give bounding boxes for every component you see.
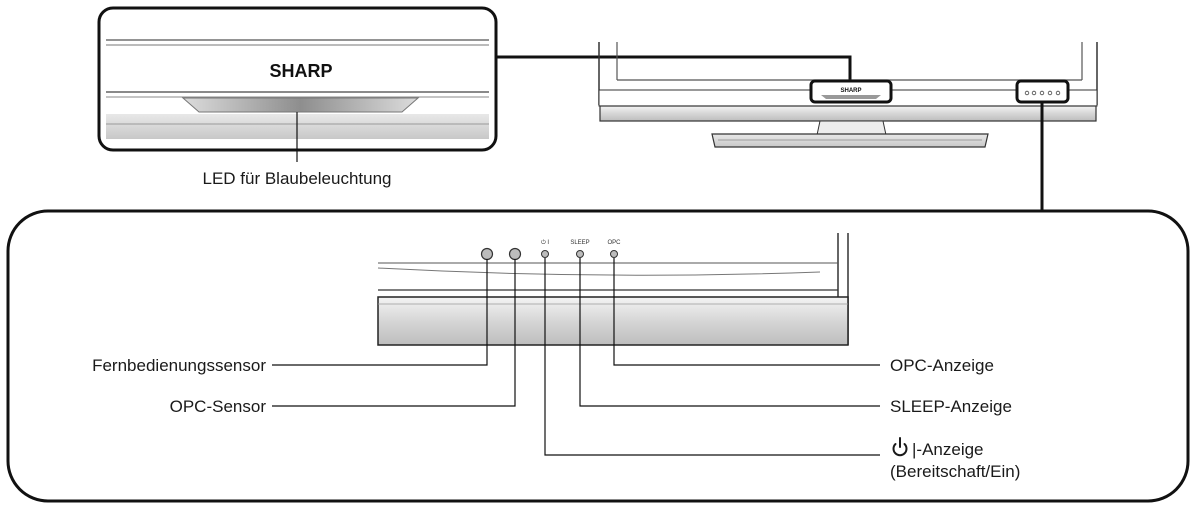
indicator-zoom-box <box>6 209 1190 503</box>
front-panel-closeup <box>377 233 849 346</box>
logo-connector-line <box>496 55 852 80</box>
led-label: LED für Blaubeleuchtung <box>202 169 391 188</box>
remote-sensor-label: Fernbedienungssensor <box>92 356 266 375</box>
tv-overview: SHARP <box>598 42 1098 148</box>
power-indicator-sublabel: (Bereitschaft/Ein) <box>890 462 1020 481</box>
sleep-indicator-label: SLEEP-Anzeige <box>890 397 1012 416</box>
sleep-indicator-leader <box>579 258 880 407</box>
sleep-indicator-led <box>576 250 584 258</box>
power-indicator-label: |-Anzeige <box>912 440 984 459</box>
opc-sensor-leader <box>272 259 516 407</box>
opc-sensor-label: OPC-Sensor <box>170 397 267 416</box>
panel-opc-marking: OPC <box>607 240 621 246</box>
power-icon <box>892 437 908 457</box>
opc-indicator-label: OPC-Anzeige <box>890 356 994 375</box>
sharp-logo: SHARP <box>269 61 332 81</box>
remote-sensor-leader <box>272 259 488 366</box>
remote-sensor <box>480 247 494 261</box>
opc-indicator-leader <box>613 258 880 366</box>
opc-indicator-led <box>610 250 618 258</box>
panel-sleep-marking: SLEEP <box>570 240 589 246</box>
opc-sensor <box>508 247 522 261</box>
tv-mini-logo: SHARP <box>840 88 861 94</box>
panel-power-marking: ⏻ I <box>541 239 549 246</box>
power-indicator-led <box>541 250 549 258</box>
power-indicator-leader <box>544 258 880 456</box>
